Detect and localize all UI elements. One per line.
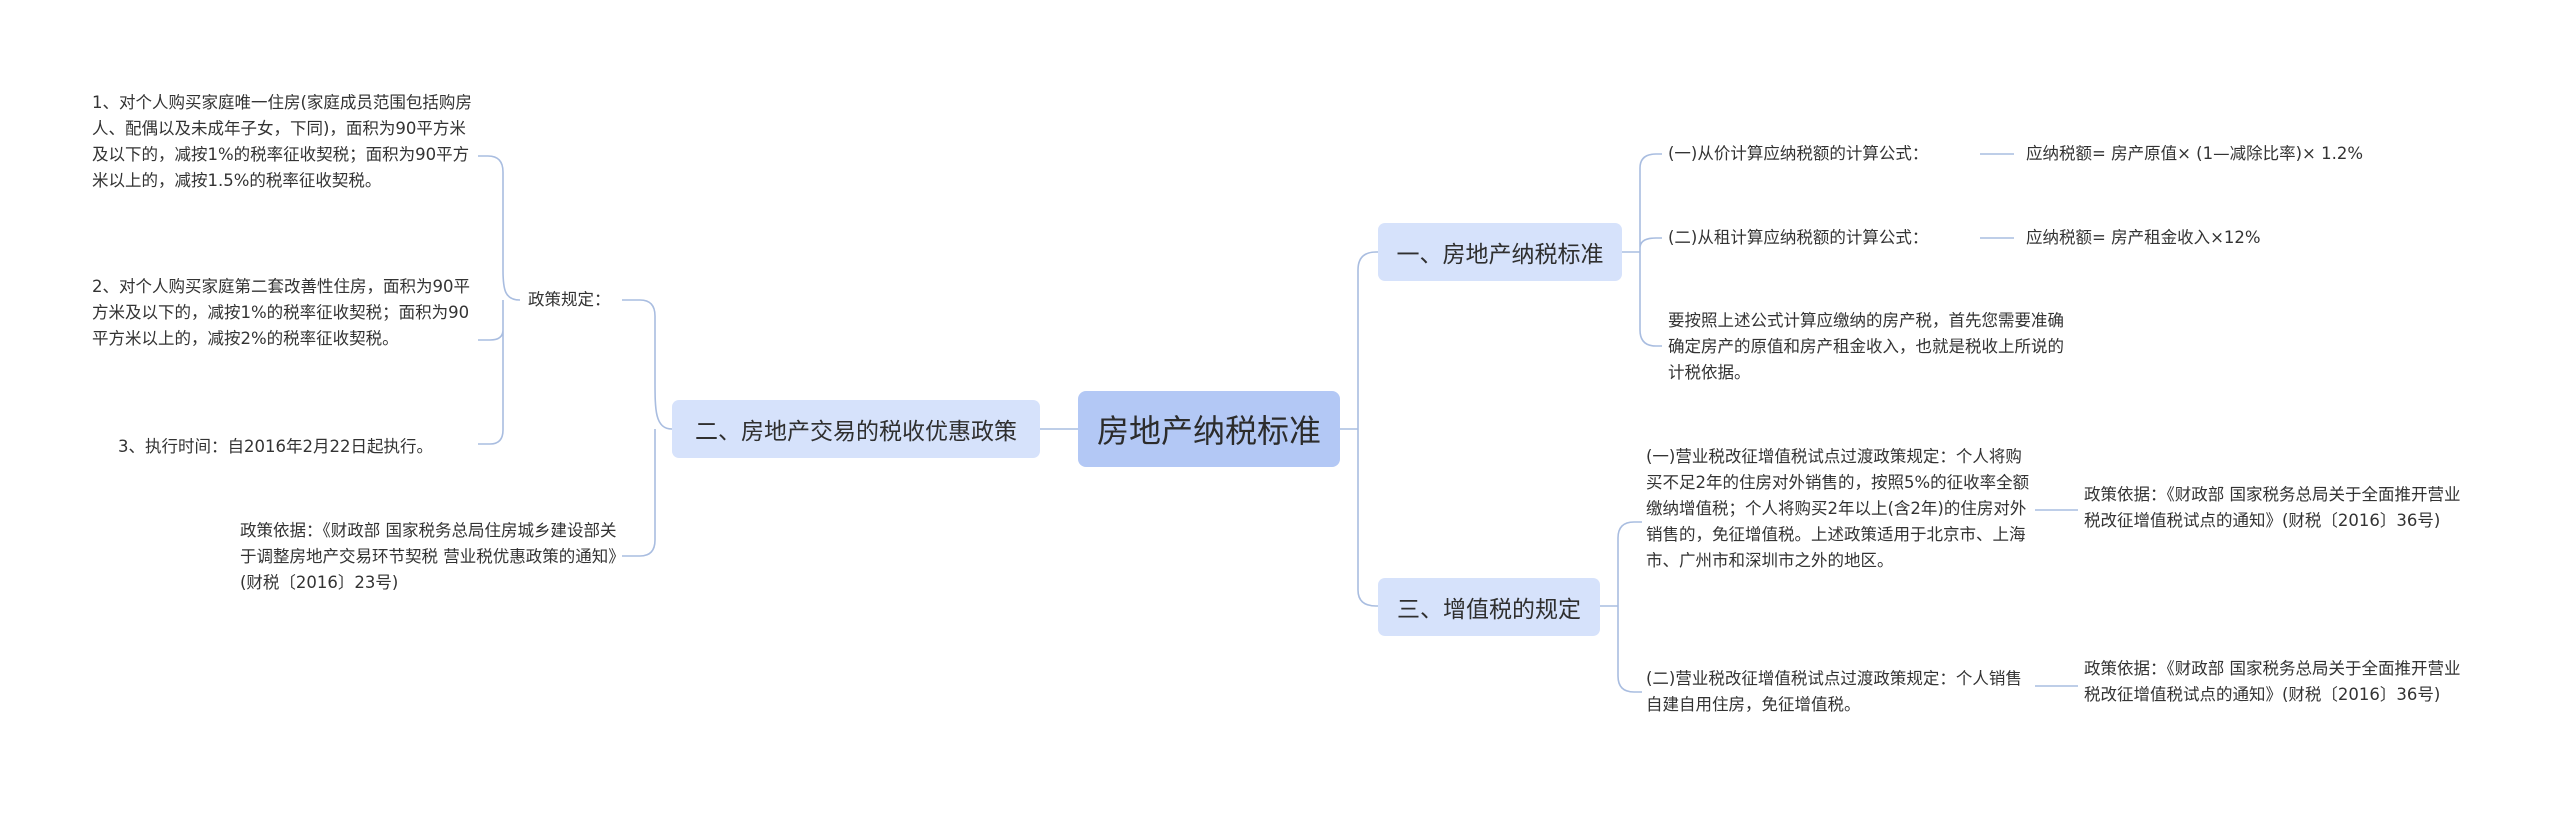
tax-basis-note: 要按照上述公式计算应缴纳的房产税，首先您需要准确确定房产的原值和房产租金收入，也… <box>1668 311 2064 382</box>
formula-value-based-label: (一)从价计算应纳税额的计算公式： <box>1668 144 1929 163</box>
connector-root-right <box>1340 251 1378 607</box>
formula-value-based: 应纳税额= 房产原值× (1—减除比率)× 1.2% <box>2026 144 2364 163</box>
policy-item-1: 1、对个人购买家庭唯一住房(家庭成员范围包括购房人、配偶以及未成年子女，下同)，… <box>92 93 472 190</box>
vat-rule-2: (二)营业税改征增值税试点过渡政策规定：个人销售自建自用住房，免征增值税。 <box>1646 669 2022 714</box>
policy-label: 政策规定： <box>528 290 611 309</box>
root-topic[interactable]: 房地产纳税标准 <box>1078 391 1340 467</box>
vat-rule-1-basis: 政策依据：《财政部 国家税务总局关于全面推开营业税改征增值税试点的通知》(财税〔… <box>2084 485 2461 530</box>
policy-basis-deed-tax: 政策依据：《财政部 国家税务总局住房城乡建设部关于调整房地产交易环节契税 营业税… <box>240 521 617 592</box>
connector-branch1 <box>1622 153 1662 347</box>
policy-item-3: 3、执行时间：自2016年2月22日起执行。 <box>118 437 433 456</box>
connector-policy-items <box>478 155 521 445</box>
connector-branch3 <box>1600 521 1642 693</box>
vat-rule-1: (一)营业税改征增值税试点过渡政策规定：个人将购买不足2年的住房对外销售的，按照… <box>1646 447 2030 570</box>
formula-rent-based-label: (二)从租计算应纳税额的计算公式： <box>1668 228 1929 247</box>
connector-left-branch <box>622 299 673 557</box>
branch-tax-incentives[interactable]: 二、房地产交易的税收优惠政策 <box>672 400 1040 458</box>
branch-vat[interactable]: 三、增值税的规定 <box>1378 578 1600 636</box>
branch-property-tax[interactable]: 一、房地产纳税标准 <box>1378 223 1622 281</box>
policy-item-2: 2、对个人购买家庭第二套改善性住房，面积为90平方米及以下的，减按1%的税率征收… <box>92 277 470 348</box>
vat-rule-2-basis: 政策依据：《财政部 国家税务总局关于全面推开营业税改征增值税试点的通知》(财税〔… <box>2084 659 2461 704</box>
formula-rent-based: 应纳税额= 房产租金收入×12% <box>2026 228 2261 247</box>
